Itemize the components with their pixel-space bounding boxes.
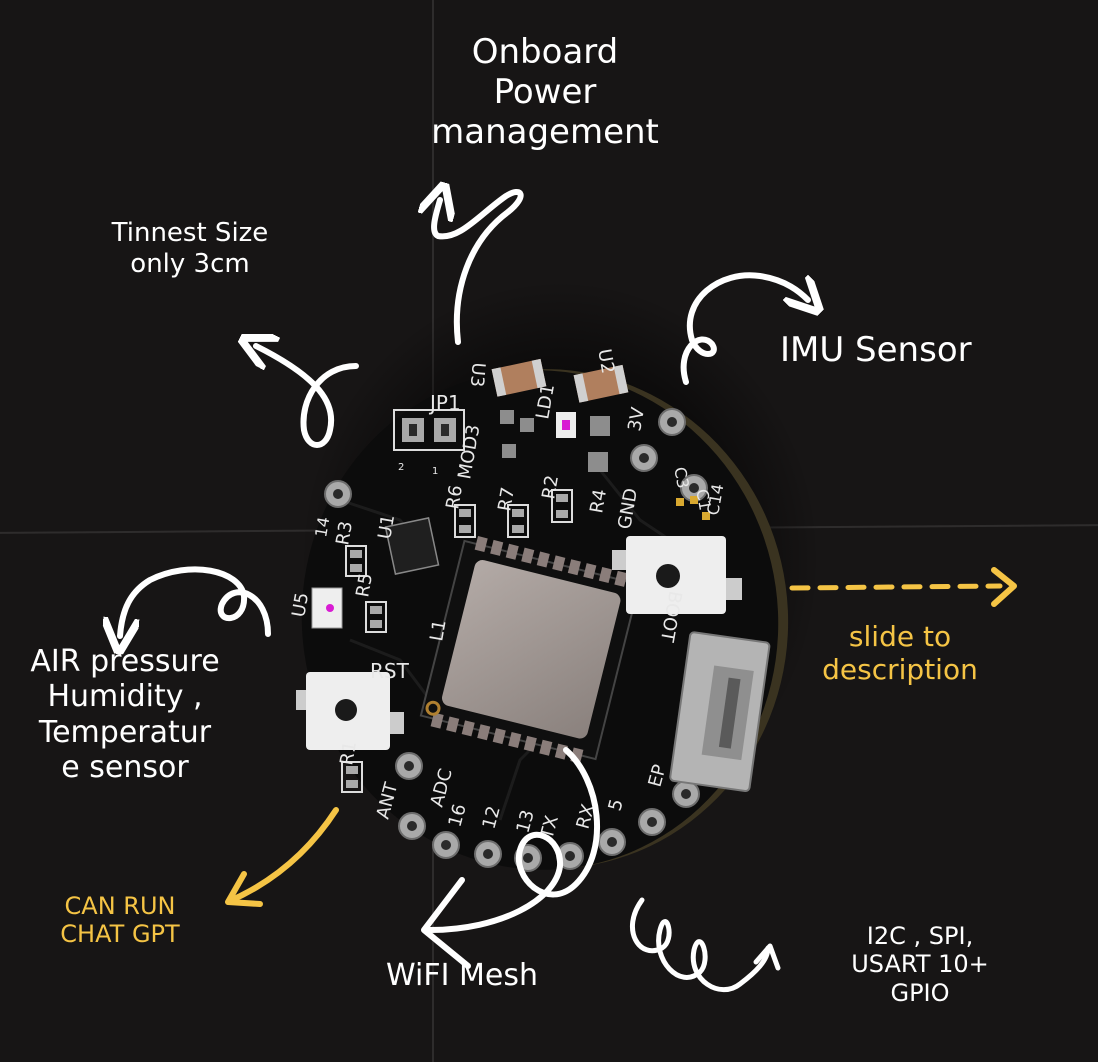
wifi-arrowhead: [421, 877, 471, 969]
silk-r5: R5: [352, 572, 377, 599]
silk-u3: U3: [466, 362, 489, 388]
wifi-arrow: [427, 747, 600, 933]
chatgpt-arrowhead: [225, 871, 263, 907]
silk-c3: C3: [670, 466, 692, 490]
env-sensor-label: AIR pressure Humidity , Temperatur e sen…: [30, 644, 220, 786]
silk-r7: R7: [494, 486, 519, 513]
jp1-header: [393, 409, 465, 451]
power-arrow: [434, 192, 524, 345]
io-label: I2C , SPI, USART 10+ GPIO: [851, 922, 989, 1007]
silk-jp1-pin1: 1: [432, 466, 438, 477]
imu-label: IMU Sensor: [780, 330, 972, 370]
io-arrow: [629, 897, 771, 992]
silk-u5: U5: [288, 591, 313, 619]
u3-component: [491, 358, 547, 397]
chatgpt-label: CAN RUN CHAT GPT: [60, 892, 180, 949]
slide-arrow: [789, 583, 1003, 591]
silk-3v: 3V: [624, 405, 649, 433]
silk-jp1-pin2: 2: [398, 462, 404, 473]
u2-component: [573, 364, 629, 403]
silk-r6: R6: [442, 484, 467, 511]
rst-button: [296, 672, 404, 750]
u1-chip: [384, 517, 440, 575]
usb-port: [669, 631, 771, 793]
resistors: [341, 489, 573, 793]
chatgpt-arrow: [229, 807, 339, 903]
silk-u2: U2: [593, 347, 618, 375]
u5-sensor: [311, 587, 343, 629]
esp-module: [419, 536, 641, 764]
caps: [676, 496, 710, 520]
silk-r3: R3: [332, 520, 357, 547]
silk-u1: U1: [374, 513, 399, 541]
slide-arrowhead: [991, 567, 1017, 607]
silk-5: 5: [605, 797, 628, 813]
silk-r2: R2: [538, 474, 563, 501]
size-arrow: [256, 346, 359, 448]
silk-r4: R4: [586, 488, 611, 515]
size-label: Tinnest Size only 3cm: [111, 218, 269, 279]
smd-parts: [500, 410, 610, 472]
silk-rst: RST: [370, 659, 410, 683]
silk-c1: C1: [692, 488, 714, 512]
imu-arrow: [680, 272, 808, 385]
wifi-label: WiFI Mesh: [386, 958, 538, 993]
silk-14: 14: [311, 515, 333, 538]
env-arrow: [120, 566, 271, 636]
power-label: Onboard Power management: [431, 32, 659, 153]
boot-button: [612, 536, 742, 614]
silk-jp1: JP1: [428, 391, 461, 415]
silk-l1: L1: [426, 618, 450, 643]
slide-label[interactable]: slide to description: [822, 620, 978, 687]
io-arrowhead: [753, 943, 781, 971]
silk-r1: R1: [336, 740, 361, 767]
